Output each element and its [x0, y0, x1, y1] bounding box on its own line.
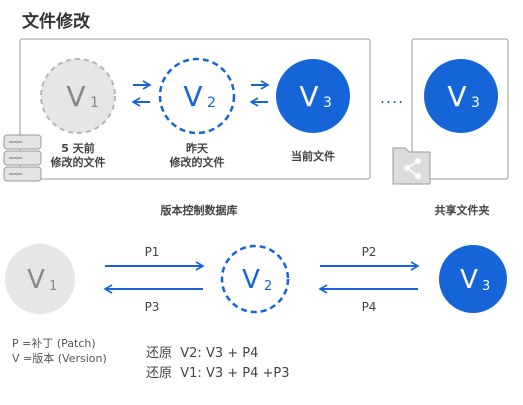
top-version-1: V 1 [40, 58, 116, 134]
version-db-caption: 版本控制数据库 [161, 203, 238, 217]
top-v3-sub: 3 [323, 95, 332, 111]
shared-v3-sub: 3 [471, 95, 480, 111]
shared-version-3: V 3 [424, 59, 498, 133]
p3-label: P3 [145, 300, 160, 314]
top-v3-label: V [299, 80, 318, 113]
top-v1-label: V [66, 80, 85, 113]
legend-patch: P =补丁 (Patch) [12, 337, 96, 350]
diagram-title: 文件修改 [22, 11, 91, 32]
top-v2-sub: 2 [207, 95, 216, 111]
share-folder-icon [392, 147, 431, 185]
p1-label: P1 [145, 245, 160, 259]
top-v3-caption: 当前文件 [291, 149, 335, 163]
shared-folder-caption: 共享文件夹 [435, 203, 490, 217]
restore-v1: 还原 V1: V3 + P4 +P3 [146, 366, 290, 381]
top-v2-caption-line2: 修改的文件 [169, 155, 225, 169]
shared-v3-label: V [447, 80, 466, 113]
top-v2-caption-line1: 昨天 [186, 141, 209, 155]
bottom-v1-label: V [27, 265, 45, 295]
bottom-v3-sub: 3 [482, 279, 490, 294]
bottom-v3-label: V [460, 265, 478, 295]
restore-v2: 还原 V2: V3 + P4 [146, 346, 258, 361]
bottom-v2-sub: 2 [264, 279, 272, 294]
bottom-version-3: V 3 [439, 245, 507, 313]
bottom-v2-label: V [242, 265, 260, 295]
top-version-2: V 2 [158, 57, 236, 135]
bottom-v1-sub: 1 [49, 279, 57, 294]
server-stack-icon [3, 134, 42, 182]
p2-label: P2 [362, 245, 377, 259]
bottom-version-2: V 2 [220, 244, 290, 314]
top-v1-caption-line1: 5 天前 [61, 141, 94, 155]
legend-version: V =版本 (Version) [12, 351, 107, 365]
ellipsis: .... [380, 88, 404, 107]
version-db-box [19, 38, 371, 180]
top-v1-sub: 1 [90, 95, 99, 111]
top-v2-label: V [183, 80, 202, 113]
bottom-version-1: V 1 [5, 244, 75, 314]
shared-folder-box [411, 38, 509, 180]
top-version-3: V 3 [276, 59, 350, 133]
p4-label: P4 [362, 300, 377, 314]
top-v1-caption-line2: 修改的文件 [50, 155, 106, 169]
